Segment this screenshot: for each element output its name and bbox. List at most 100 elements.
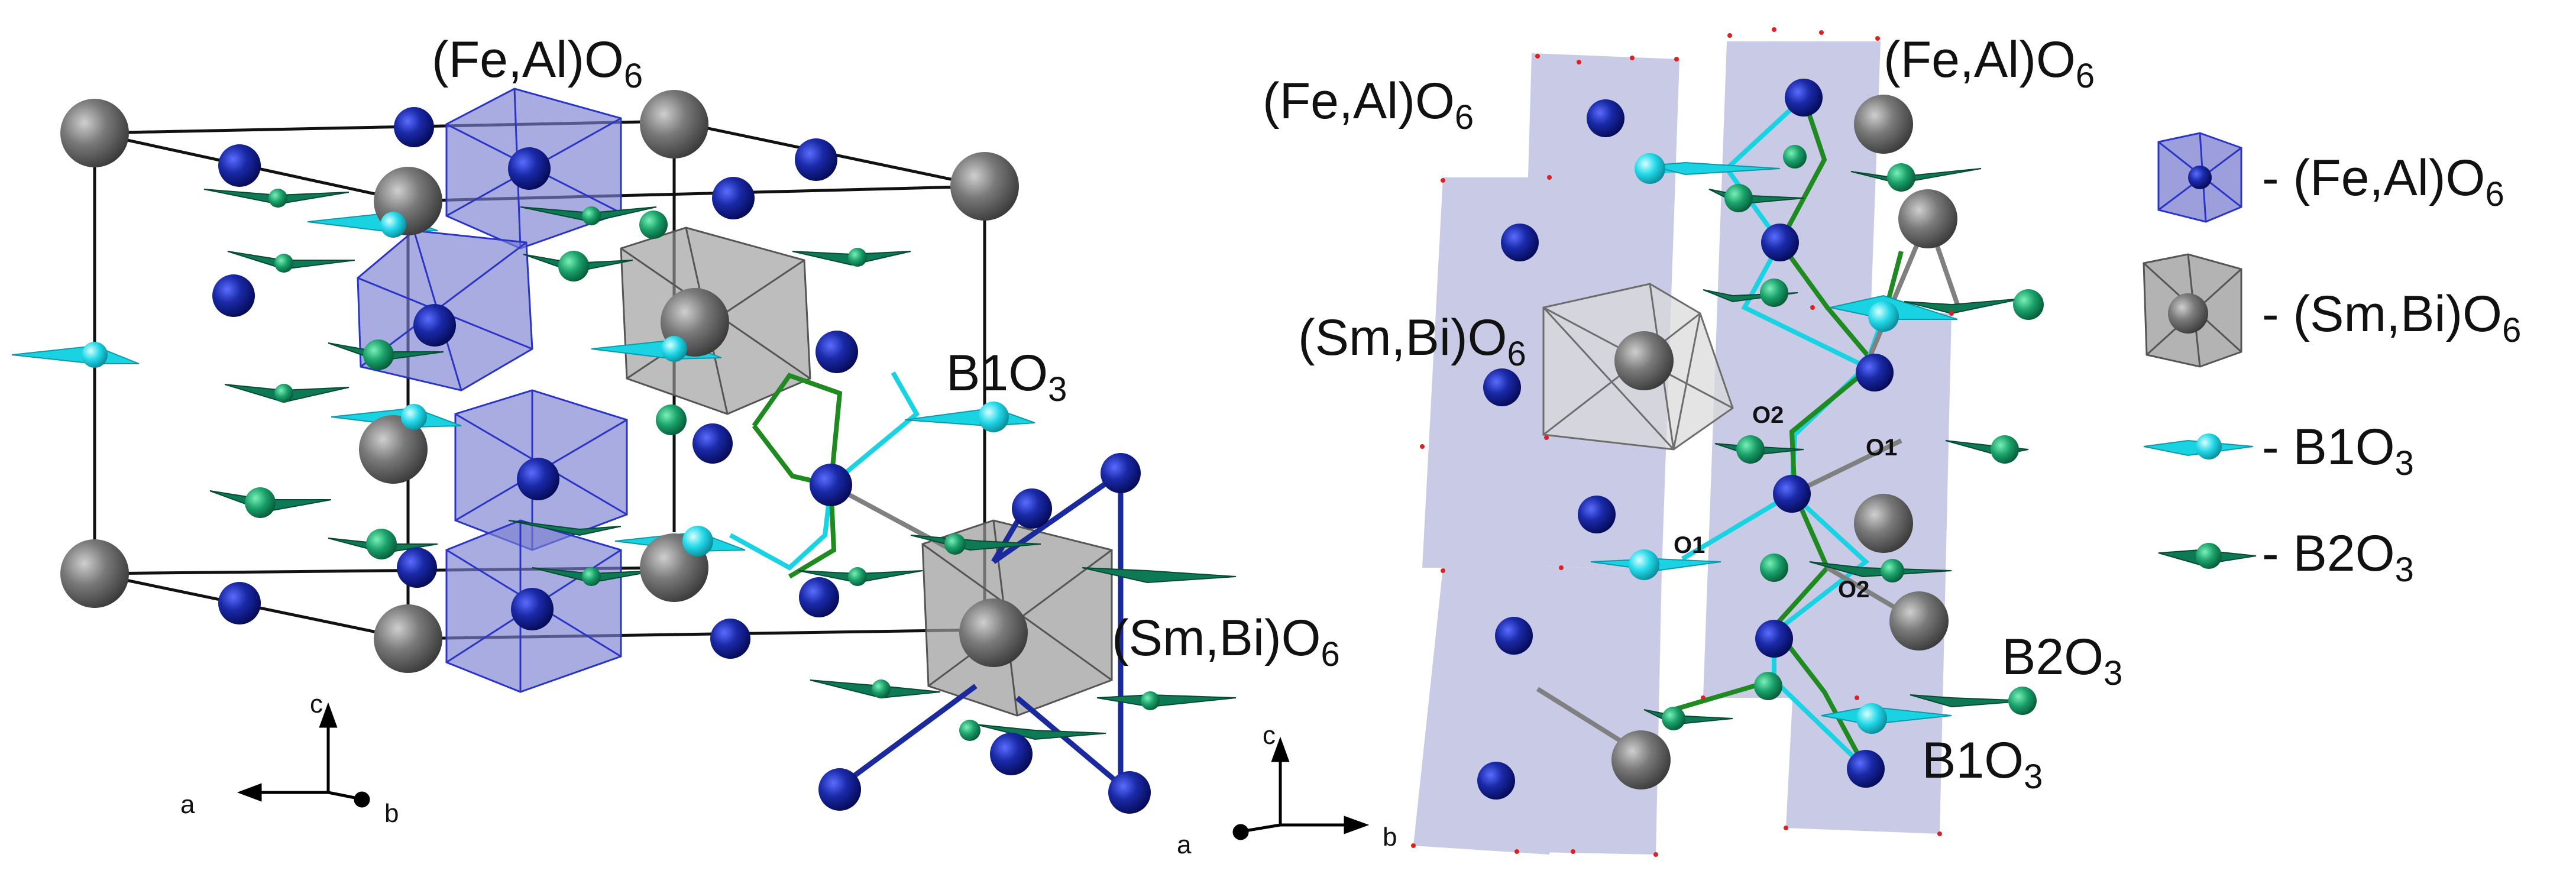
b2-atom (2008, 687, 2037, 715)
b2o3-triangle (1703, 289, 1798, 303)
feal-atom (1755, 620, 1793, 658)
b1-atoms-right (1629, 153, 1899, 734)
b2-atom (1736, 435, 1765, 464)
bond-network (729, 371, 1131, 795)
axis-triad-right (1232, 736, 1370, 840)
feal-atom (1101, 453, 1141, 493)
right-structure-view: O2 O1 O1 O2 (Fe,Al)O6 (Fe,Al)O6 (Sm,Bi)O… (1177, 27, 2122, 859)
legend-label-b2o3: - B2O3 (2262, 525, 2414, 589)
axis-triad-left (237, 702, 370, 808)
b2-atom (1662, 707, 1685, 730)
feal-atom (413, 304, 456, 347)
b2-atom (872, 679, 891, 698)
label-b2o3-right: B2O3 (2002, 629, 2122, 692)
legend-label-b1o3: - B1O3 (2262, 419, 2414, 483)
feal-atom (1477, 762, 1515, 800)
b1-atom (380, 212, 406, 238)
b1-atom (401, 404, 427, 430)
feal-atom (397, 548, 437, 588)
smbi-atom (60, 539, 129, 608)
feal-atom (1108, 771, 1151, 814)
feal-atom (1587, 99, 1624, 137)
feal-atom (1495, 617, 1533, 655)
label-feal-octahedra-left: (Fe,Al)O6 (432, 31, 643, 95)
feal-atom (795, 138, 837, 181)
axis-label-a-left: a (180, 790, 195, 819)
label-b1o3-right: B1O3 (1922, 732, 2043, 796)
feal-atom (1773, 475, 1811, 513)
feal-atom (1847, 750, 1885, 788)
feal-atom (692, 423, 733, 464)
label-feal-octahedra-right-left: (Fe,Al)O6 (1263, 73, 1474, 137)
b1-atoms-left (82, 212, 1009, 556)
b2o3-triangle-icon (2158, 543, 2257, 569)
b1-atom (978, 402, 1009, 432)
b1-atom (1856, 703, 1887, 734)
b2-atom (274, 384, 293, 403)
b2-atom (1887, 163, 1915, 192)
b1-atom (1629, 549, 1659, 580)
b2-atom (582, 567, 601, 586)
smbi-atoms-left (60, 90, 1028, 673)
feal-atom (818, 768, 861, 811)
feal-atom (799, 577, 839, 617)
axis-label-b-left: b (384, 799, 399, 828)
feal-atom (517, 458, 559, 500)
b2-atom (959, 720, 980, 741)
oxygen-label-o2-upper: O2 (1752, 402, 1784, 428)
b1o3-triangle (904, 407, 1035, 427)
feal-octahedron-icon (2157, 132, 2242, 223)
b2o3-triangle (1082, 567, 1237, 584)
label-smbi-octahedra-left: (Sm,Bi)O6 (1112, 610, 1340, 674)
legend-label-smbi: - (Sm,Bi)O6 (2262, 286, 2521, 349)
smbi-atom (1854, 95, 1913, 154)
feal-atom (1785, 79, 1823, 116)
smbi-atom (374, 604, 442, 673)
feal-atom (710, 619, 750, 659)
b2-atom (944, 533, 966, 555)
left-structure-view: (Fe,Al)O6 B1O3 (Sm,Bi)O6 c a b (11, 31, 1340, 828)
b2-atom (639, 211, 668, 239)
feal-atom (815, 331, 858, 373)
b1-atom (661, 336, 687, 362)
oxygen-vertices (1411, 27, 1954, 857)
b1o3-triangle (11, 345, 140, 364)
legend: - (Fe,Al)O6 - (Sm,Bi)O6 - B1O3 - B2O3 (2143, 132, 2521, 589)
label-feal-octahedra-right-top: (Fe,Al)O6 (1884, 31, 2095, 95)
feal-atom (990, 733, 1033, 775)
b2-atom (274, 254, 293, 273)
feal-atom (212, 274, 255, 317)
axis-label-c-right: c (1263, 721, 1276, 750)
b2-atom (268, 189, 287, 208)
b1-atom (1635, 153, 1665, 184)
feal-atom (1856, 354, 1894, 391)
layer-slab (1508, 565, 1662, 855)
b1o3-triangle (1649, 161, 1781, 176)
b2-atom (1141, 691, 1160, 710)
b1-atom (82, 342, 108, 368)
b2-atoms-right (1662, 145, 2044, 730)
smbi-octahedron-icon (2143, 253, 2242, 368)
axis-label-c-left: c (310, 690, 323, 719)
b2o3-triangle (1809, 561, 1952, 578)
b2-atom (656, 404, 687, 435)
b2-atom (848, 248, 867, 267)
b2-atom (1991, 435, 2019, 464)
smbi-atoms-right (1611, 95, 1957, 789)
b2-atom (848, 567, 867, 586)
feal-atom (1483, 368, 1521, 406)
b2-atom (1881, 559, 1904, 582)
smbi-atom (60, 99, 129, 167)
feal-atom (394, 107, 434, 147)
smbi-atom (640, 90, 708, 158)
oxygen-label-o1-upper: O1 (1866, 435, 1897, 461)
b2-atom (1724, 184, 1753, 212)
b2-atom (2013, 289, 2044, 320)
b2-atom (1783, 145, 1807, 169)
feal-atom (1012, 488, 1052, 529)
feal-atom (218, 144, 261, 187)
b2o3-triangle (1850, 168, 1982, 185)
b2-atom (582, 206, 601, 225)
feal-atom (511, 588, 554, 630)
feal-atom (1761, 224, 1799, 261)
